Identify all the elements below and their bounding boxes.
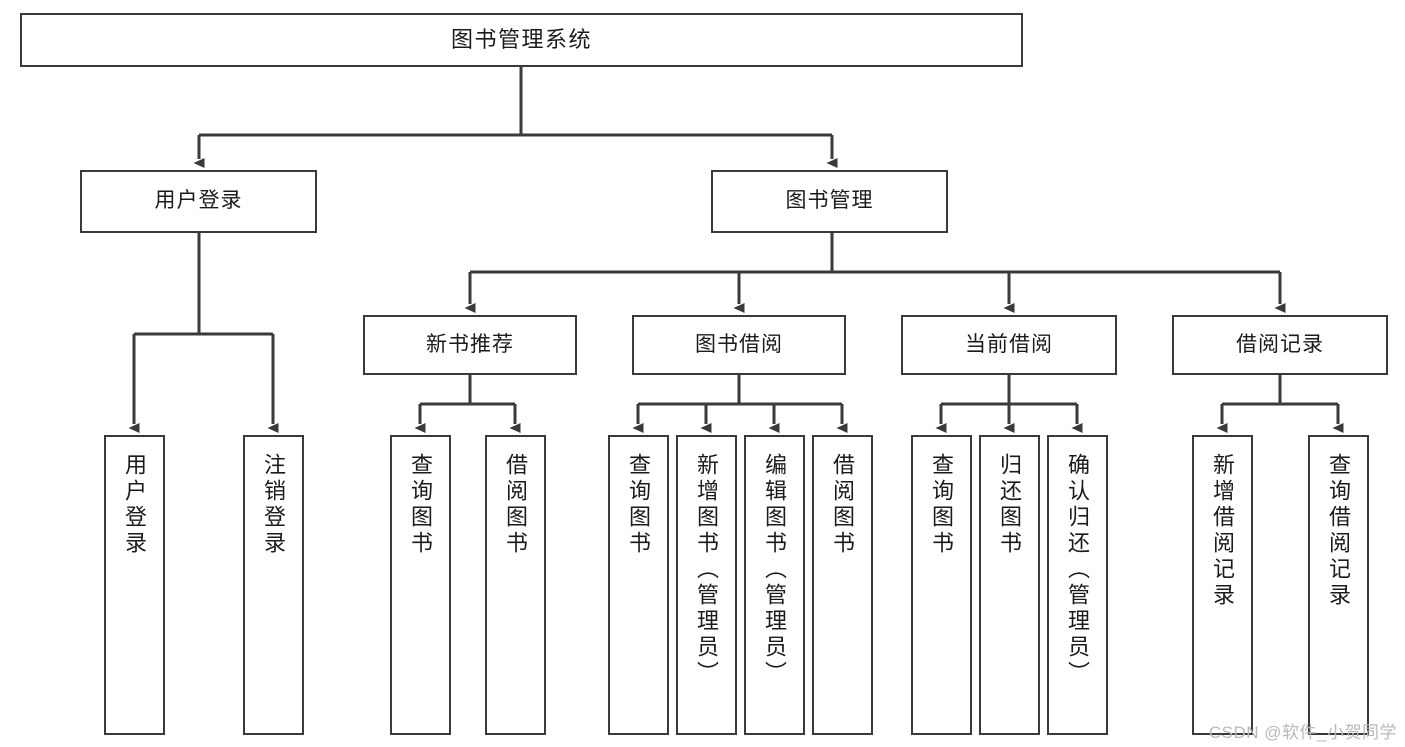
node-label: 新书推荐 <box>426 332 514 356</box>
node-label: 用户登录 <box>154 189 243 213</box>
node-book-management[interactable]: 图书管理 <box>711 170 948 233</box>
leaf-confirm-return-admin[interactable]: 确认归还（管理员） <box>1047 435 1108 735</box>
node-label: 编辑图书（管理员） <box>762 453 788 687</box>
leaf-edit-book-admin[interactable]: 编辑图书（管理员） <box>744 435 805 735</box>
node-root-book-management-system[interactable]: 图书管理系统 <box>20 13 1023 67</box>
leaf-return-book[interactable]: 归还图书 <box>979 435 1040 735</box>
node-label: 新增借阅记录 <box>1210 453 1236 609</box>
node-label: 借阅图书 <box>830 453 856 557</box>
node-borrow-record[interactable]: 借阅记录 <box>1172 315 1388 375</box>
node-label: 查询图书 <box>408 453 434 557</box>
node-label: 查询图书 <box>626 453 652 557</box>
node-label: 图书借阅 <box>695 332 783 356</box>
node-label: 当前借阅 <box>965 332 1053 356</box>
leaf-user-login[interactable]: 用户登录 <box>104 435 165 735</box>
node-user-login[interactable]: 用户登录 <box>80 170 317 233</box>
leaf-borrow-book-new-book-rec[interactable]: 借阅图书 <box>485 435 546 735</box>
leaf-query-book-new-book-rec[interactable]: 查询图书 <box>390 435 451 735</box>
leaf-borrow-book[interactable]: 借阅图书 <box>812 435 873 735</box>
node-current-borrow[interactable]: 当前借阅 <box>901 315 1117 375</box>
leaf-logout[interactable]: 注销登录 <box>243 435 304 735</box>
leaf-add-book-admin[interactable]: 新增图书（管理员） <box>676 435 737 735</box>
node-label: 查询借阅记录 <box>1326 453 1352 609</box>
node-label: 查询图书 <box>929 453 955 557</box>
csdn-watermark: CSDN @软件_小贺同学 <box>1208 723 1397 742</box>
leaf-add-borrow-record[interactable]: 新增借阅记录 <box>1192 435 1253 735</box>
node-label: 借阅图书 <box>503 453 529 557</box>
node-label: 归还图书 <box>997 453 1023 557</box>
node-label: 新增图书（管理员） <box>694 453 720 687</box>
leaf-query-book-current-borrow[interactable]: 查询图书 <box>911 435 972 735</box>
node-label: 确认归还（管理员） <box>1065 453 1091 687</box>
leaf-query-book-borrow[interactable]: 查询图书 <box>608 435 669 735</box>
leaf-query-borrow-record[interactable]: 查询借阅记录 <box>1308 435 1369 735</box>
node-label: 图书管理系统 <box>450 27 592 53</box>
node-book-borrow[interactable]: 图书借阅 <box>632 315 846 375</box>
node-new-book-recommendation[interactable]: 新书推荐 <box>363 315 577 375</box>
node-label: 图书管理 <box>785 189 874 213</box>
node-label: 用户登录 <box>122 453 148 557</box>
node-label: 注销登录 <box>261 453 287 557</box>
node-label: 借阅记录 <box>1236 332 1324 356</box>
